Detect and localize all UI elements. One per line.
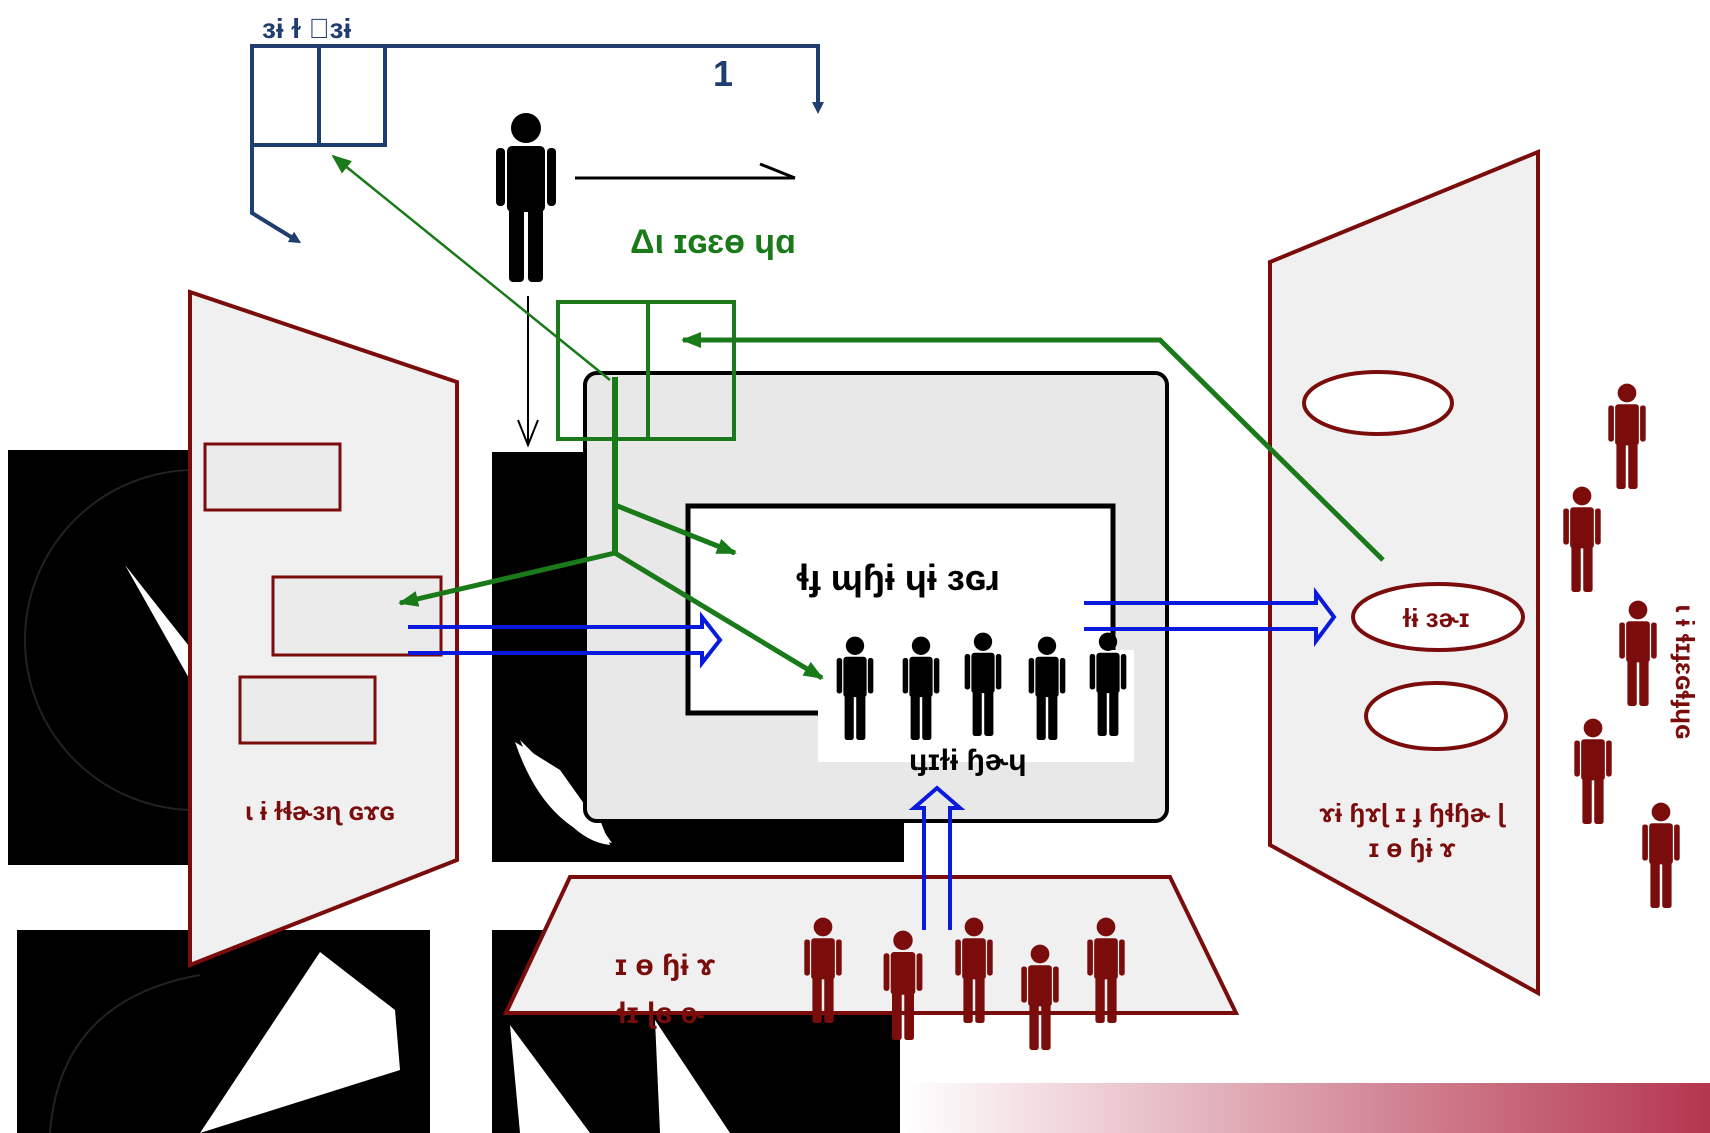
supplier-box-3 [238,675,377,745]
supplier-box-2 [271,575,443,657]
top-left-label: ɜɨ ɫ ⃞ɜɨ [262,13,351,44]
person-icon [1642,802,1680,908]
supplier-box-1 [203,442,342,512]
suppliers-panel: ɩ ɨ ɫɬɚɜɳ ɢɤɢ [188,289,459,968]
management-label: Δι ɪɢɛɵ ɥɑ [630,223,796,261]
consumers-group [1563,383,1680,908]
labor-flow-arrow [908,785,966,930]
top-left-structure: ɜɨ ɫ ⃞ɜɨ 1 [250,13,824,244]
consumers-label: ɩ ɨ ɬɪɟɛɢɬɟɥɢ [1670,605,1700,740]
goods-ellipse [1351,582,1525,652]
manager-arrow-tip [759,162,796,180]
goods-label: ɫɨ ɜɚɪ [1403,603,1470,633]
labor-market-label-1: ɪ ɵ ɧɨ ɤ [615,949,716,982]
person-icon [496,113,556,282]
number-one: 1 [713,53,733,94]
labor-market-label-2: ɬɪ ɭɞ ɚ [616,997,705,1030]
competitive-market-label-1: ɤɨ ɧɤɭ ɪ ɟ ɧɬɧɚ ɭ [1319,798,1506,828]
footer-gradient [903,1083,1710,1133]
labor-market-panel: ɪ ɵ ɧɨ ɤ ɬɪ ɭɞ ɚ [502,875,1240,1030]
output-flow-arrow [1084,587,1337,647]
feedback-arrow [331,154,611,381]
suppliers-label: ɩ ɨ ɫɬɚɜɳ ɢɤɢ [245,796,394,826]
person-icon [1563,486,1601,592]
person-icon [1574,718,1612,824]
manager-down-arrowhead [517,419,539,448]
pie-block-bottom-left [17,930,430,1133]
competitive-market-panel: ɫɨ ɜɚɪ ɤɨ ɧɤɭ ɪ ɟ ɧɬɧɚ ɭ ɪ ɵ ɧɨ ɤ [1268,149,1540,997]
competitive-market-label-2: ɪ ɵ ɧɨ ɤ [1369,833,1456,863]
market-ellipse-top [1302,370,1454,436]
person-icon [1619,600,1657,706]
center-bottom-label: ɩɟɪɫɨ ɧɚɥ [909,744,1026,777]
center-top-label: ɬɟ ɰɧɨ ɥɨ ɜɢɹ [796,557,1000,598]
market-ellipse-bottom [1364,681,1508,751]
to-technology-arrow [614,502,737,556]
person-icon [1608,383,1646,489]
market-feedback-arrow [681,332,1385,562]
to-suppliers-arrow [398,550,616,607]
to-staff-arrow [613,550,824,681]
supply-flow-arrow [408,611,723,669]
